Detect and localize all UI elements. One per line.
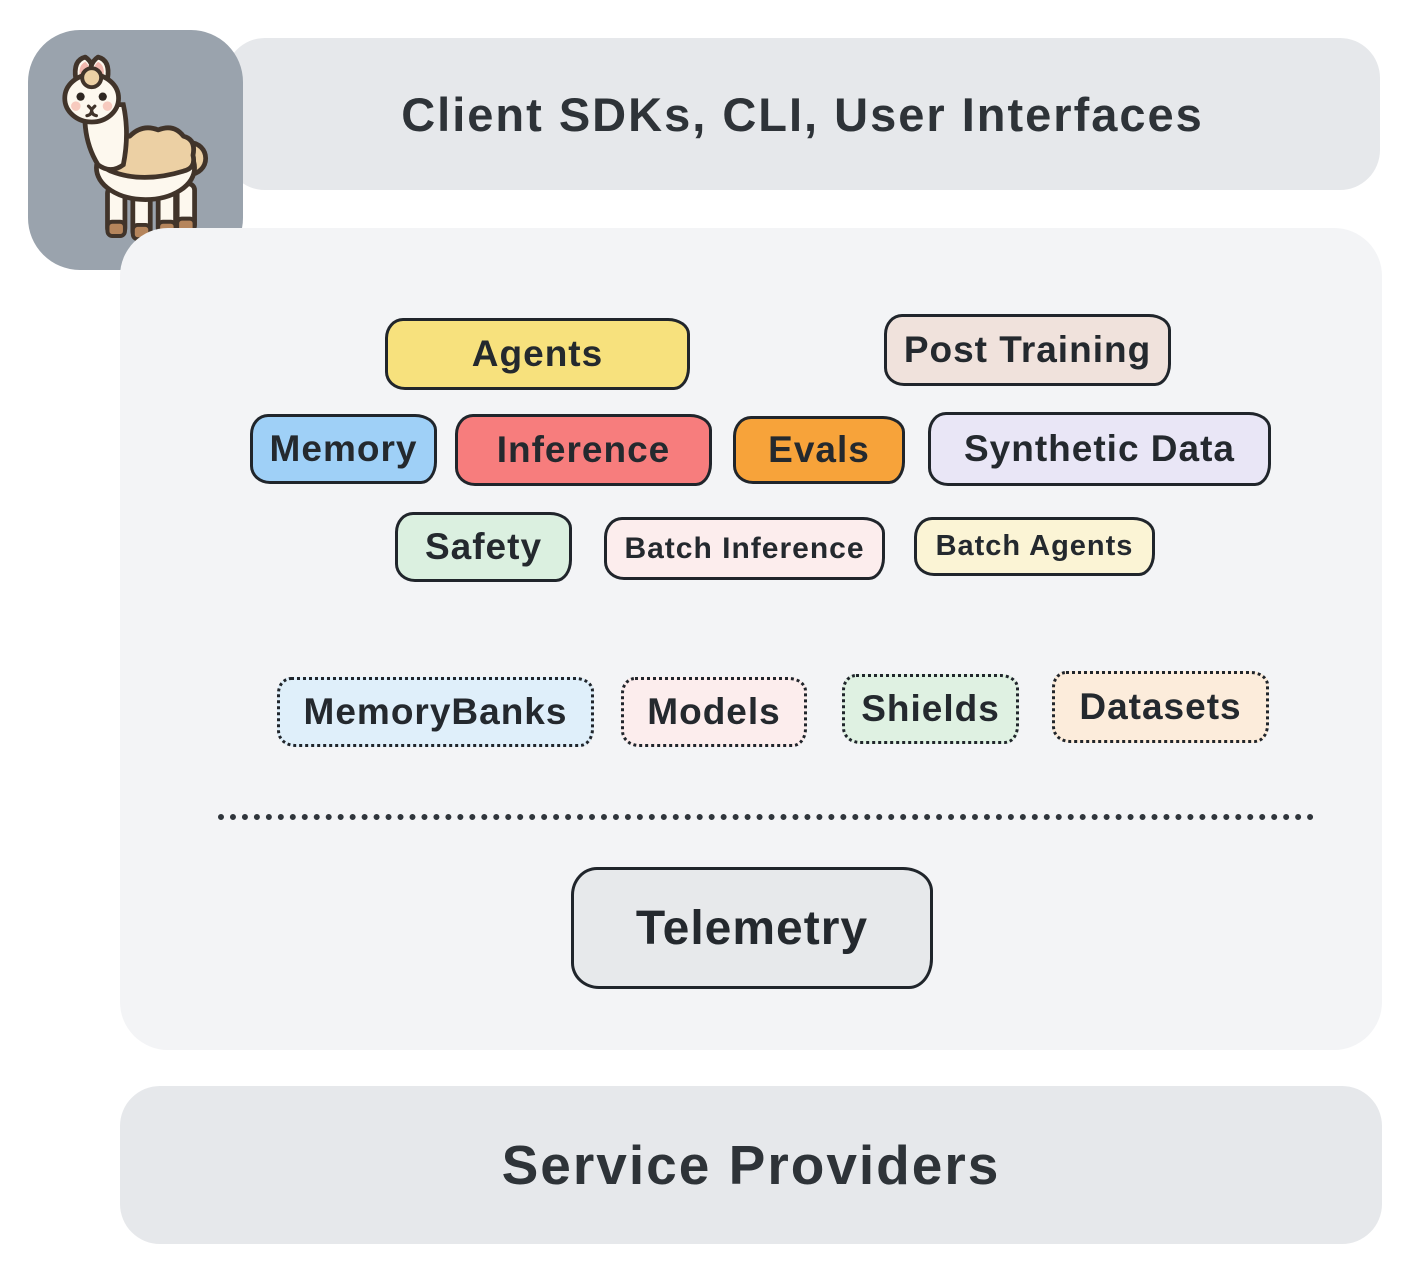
box-agents-label: Agents	[471, 333, 604, 374]
box-models-label: Models	[647, 691, 781, 732]
box-post-training: Post Training	[884, 314, 1171, 386]
box-telemetry-label: Telemetry	[635, 901, 869, 955]
box-shields: Shields	[842, 674, 1019, 744]
llama-logo-badge	[28, 30, 243, 270]
llama-mascot-icon	[61, 54, 208, 241]
box-inference: Inference	[455, 414, 712, 486]
box-telemetry: Telemetry	[571, 867, 933, 989]
box-evals-label: Evals	[768, 429, 870, 470]
dotted-separator	[218, 814, 1314, 820]
box-batch-agents-label: Batch Agents	[935, 530, 1134, 562]
box-synthetic-data: Synthetic Data	[928, 412, 1271, 486]
box-post-training-label: Post Training	[903, 329, 1152, 370]
box-safety-label: Safety	[424, 526, 543, 567]
service-providers-label: Service Providers	[501, 1134, 1001, 1196]
box-batch-inference-label: Batch Inference	[624, 531, 865, 565]
box-inference-label: Inference	[496, 429, 671, 470]
box-safety: Safety	[395, 512, 572, 582]
llama-stack-panel: Agents Post Training Memory Inference Ev…	[120, 228, 1382, 1050]
box-synthetic-data-label: Synthetic Data	[963, 428, 1235, 469]
box-models: Models	[621, 677, 807, 747]
box-memory-banks: MemoryBanks	[277, 677, 594, 747]
box-memory-banks-label: MemoryBanks	[303, 691, 568, 732]
client-layer-bar: Client SDKs, CLI, User Interfaces	[225, 38, 1380, 190]
box-batch-inference: Batch Inference	[604, 517, 885, 580]
box-shields-label: Shields	[861, 688, 1000, 729]
box-memory: Memory	[250, 414, 437, 484]
box-agents: Agents	[385, 318, 690, 390]
client-layer-label: Client SDKs, CLI, User Interfaces	[401, 87, 1204, 141]
box-memory-label: Memory	[269, 428, 418, 469]
box-batch-agents: Batch Agents	[914, 517, 1155, 576]
service-providers-bar: Service Providers	[120, 1086, 1382, 1244]
box-datasets-label: Datasets	[1079, 686, 1242, 727]
box-datasets: Datasets	[1052, 671, 1269, 743]
box-evals: Evals	[733, 416, 905, 484]
